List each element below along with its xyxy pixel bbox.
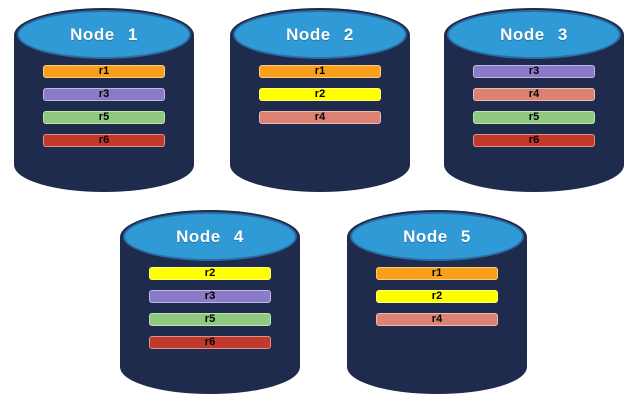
cylinder-bottom: [120, 340, 300, 394]
cylinder-top-face: Node 4: [123, 212, 297, 261]
partition-bar-r3: r3: [473, 65, 595, 78]
partition-bar-r5: r5: [43, 111, 165, 124]
partition-bar-r1: r1: [376, 267, 498, 280]
node-4: Node 4 r2 r3 r5 r6: [120, 210, 300, 394]
partition-bar-r1: r1: [259, 65, 381, 78]
cylinder-bottom: [230, 138, 410, 192]
partition-bar-r4: r4: [473, 88, 595, 101]
partition-list: r2 r3 r5 r6: [149, 267, 271, 349]
partition-bar-r5: r5: [473, 111, 595, 124]
partition-list: r1 r2 r4: [259, 65, 381, 124]
node-title: Node 1: [70, 24, 138, 44]
partition-bar-r6: r6: [43, 134, 165, 147]
partition-bar-r3: r3: [149, 290, 271, 303]
node-1: Node 1 r1 r3 r5 r6: [14, 8, 194, 192]
cylinder-top-face: Node 3: [447, 10, 621, 59]
node-3: Node 3 r3 r4 r5 r6: [444, 8, 624, 192]
cylinder-top-face: Node 1: [17, 10, 191, 59]
partition-bar-r4: r4: [376, 313, 498, 326]
partition-bar-r4: r4: [259, 111, 381, 124]
node-title: Node 5: [403, 226, 471, 246]
partition-bar-r6: r6: [473, 134, 595, 147]
cylinder-bottom: [444, 138, 624, 192]
cylinder-bottom: [347, 340, 527, 394]
partition-bar-r2: r2: [259, 88, 381, 101]
cylinder-bottom: [14, 138, 194, 192]
node-2: Node 2 r1 r2 r4: [230, 8, 410, 192]
node-5: Node 5 r1 r2 r4: [347, 210, 527, 394]
partition-bar-r2: r2: [376, 290, 498, 303]
node-title: Node 2: [286, 24, 354, 44]
partition-bar-r5: r5: [149, 313, 271, 326]
node-title: Node 4: [176, 226, 244, 246]
partition-list: r1 r2 r4: [376, 267, 498, 326]
partition-list: r3 r4 r5 r6: [473, 65, 595, 147]
node-title: Node 3: [500, 24, 568, 44]
cylinder-top-face: Node 5: [350, 212, 524, 261]
cylinder-top-face: Node 2: [233, 10, 407, 59]
partition-bar-r3: r3: [43, 88, 165, 101]
partition-bar-r1: r1: [43, 65, 165, 78]
partition-list: r1 r3 r5 r6: [43, 65, 165, 147]
partition-bar-r6: r6: [149, 336, 271, 349]
partition-bar-r2: r2: [149, 267, 271, 280]
